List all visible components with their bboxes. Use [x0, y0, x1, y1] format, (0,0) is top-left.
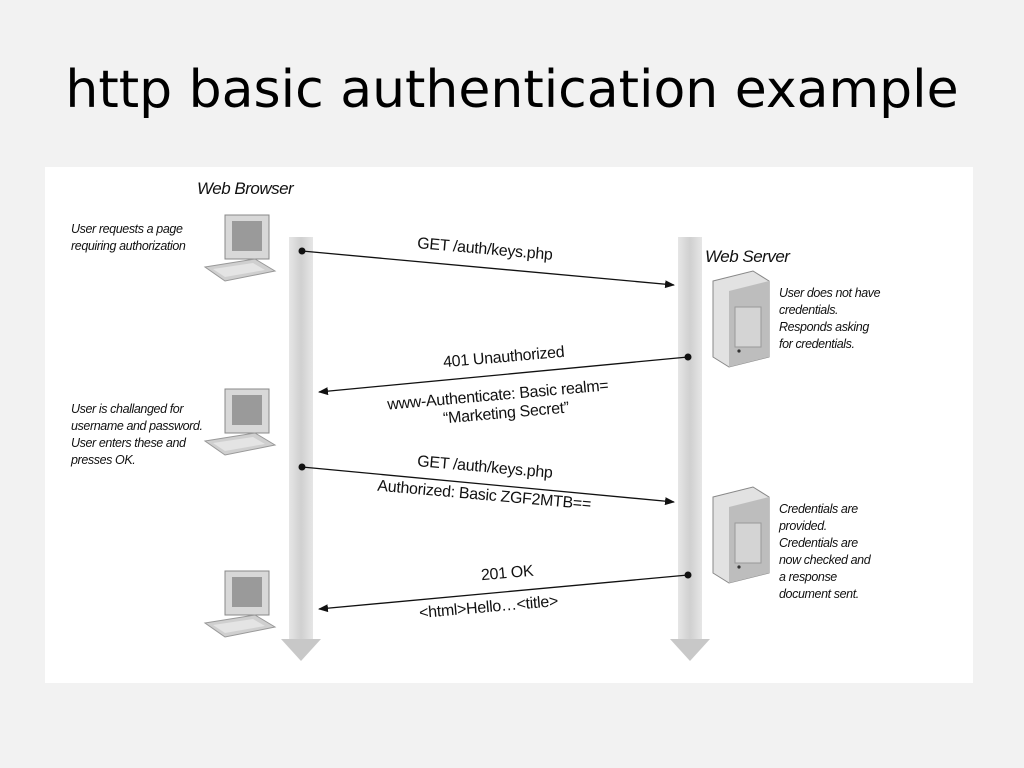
server-note-credentials-provided: Credentials are provided. Credentials ar…: [779, 501, 871, 603]
note-line: requiring authorization: [71, 239, 186, 253]
server-note-no-credentials: User does not have credentials. Responds…: [779, 285, 881, 353]
arrow-get-keys: [298, 247, 675, 289]
computer-icon: [203, 570, 277, 638]
arrow-401-unauthorized: [318, 353, 692, 396]
computer-icon: [203, 388, 277, 456]
computer-icon: [203, 214, 277, 282]
note-line: username and password.: [71, 419, 203, 433]
diagram-canvas: [203, 214, 770, 661]
note-line: presses OK.: [71, 453, 136, 467]
browser-heading: Web Browser: [197, 179, 294, 198]
note-line: provided.: [779, 519, 827, 533]
note-line: Responds asking: [779, 320, 869, 334]
arrow-get-keys-authorized: [298, 463, 675, 506]
server-lifeline: [670, 237, 710, 661]
sequence-diagram: Web Browser Web Server User requests a p…: [45, 167, 973, 683]
browser-note-request: User requests a page requiring authoriza…: [71, 221, 186, 255]
note-line: User does not have: [779, 286, 881, 300]
arrow-201-ok: [318, 571, 692, 613]
server-icon: [712, 486, 770, 584]
browser-note-challenge: User is challanged for username and pass…: [71, 401, 203, 469]
note-line: Credentials are: [779, 502, 858, 516]
slide-title: http basic authentication example: [65, 60, 959, 120]
note-line: User is challanged for: [71, 402, 184, 416]
note-line: now checked and: [779, 553, 871, 567]
note-line: a response: [779, 570, 837, 584]
server-heading: Web Server: [705, 247, 790, 266]
browser-lifeline: [281, 237, 321, 661]
note-line: User enters these and: [71, 436, 186, 450]
server-icon: [712, 270, 770, 368]
note-line: document sent.: [779, 587, 859, 601]
note-line: Credentials are: [779, 536, 858, 550]
note-line: credentials.: [779, 303, 839, 317]
note-line: for credentials.: [779, 337, 855, 351]
note-line: User requests a page: [71, 222, 183, 236]
